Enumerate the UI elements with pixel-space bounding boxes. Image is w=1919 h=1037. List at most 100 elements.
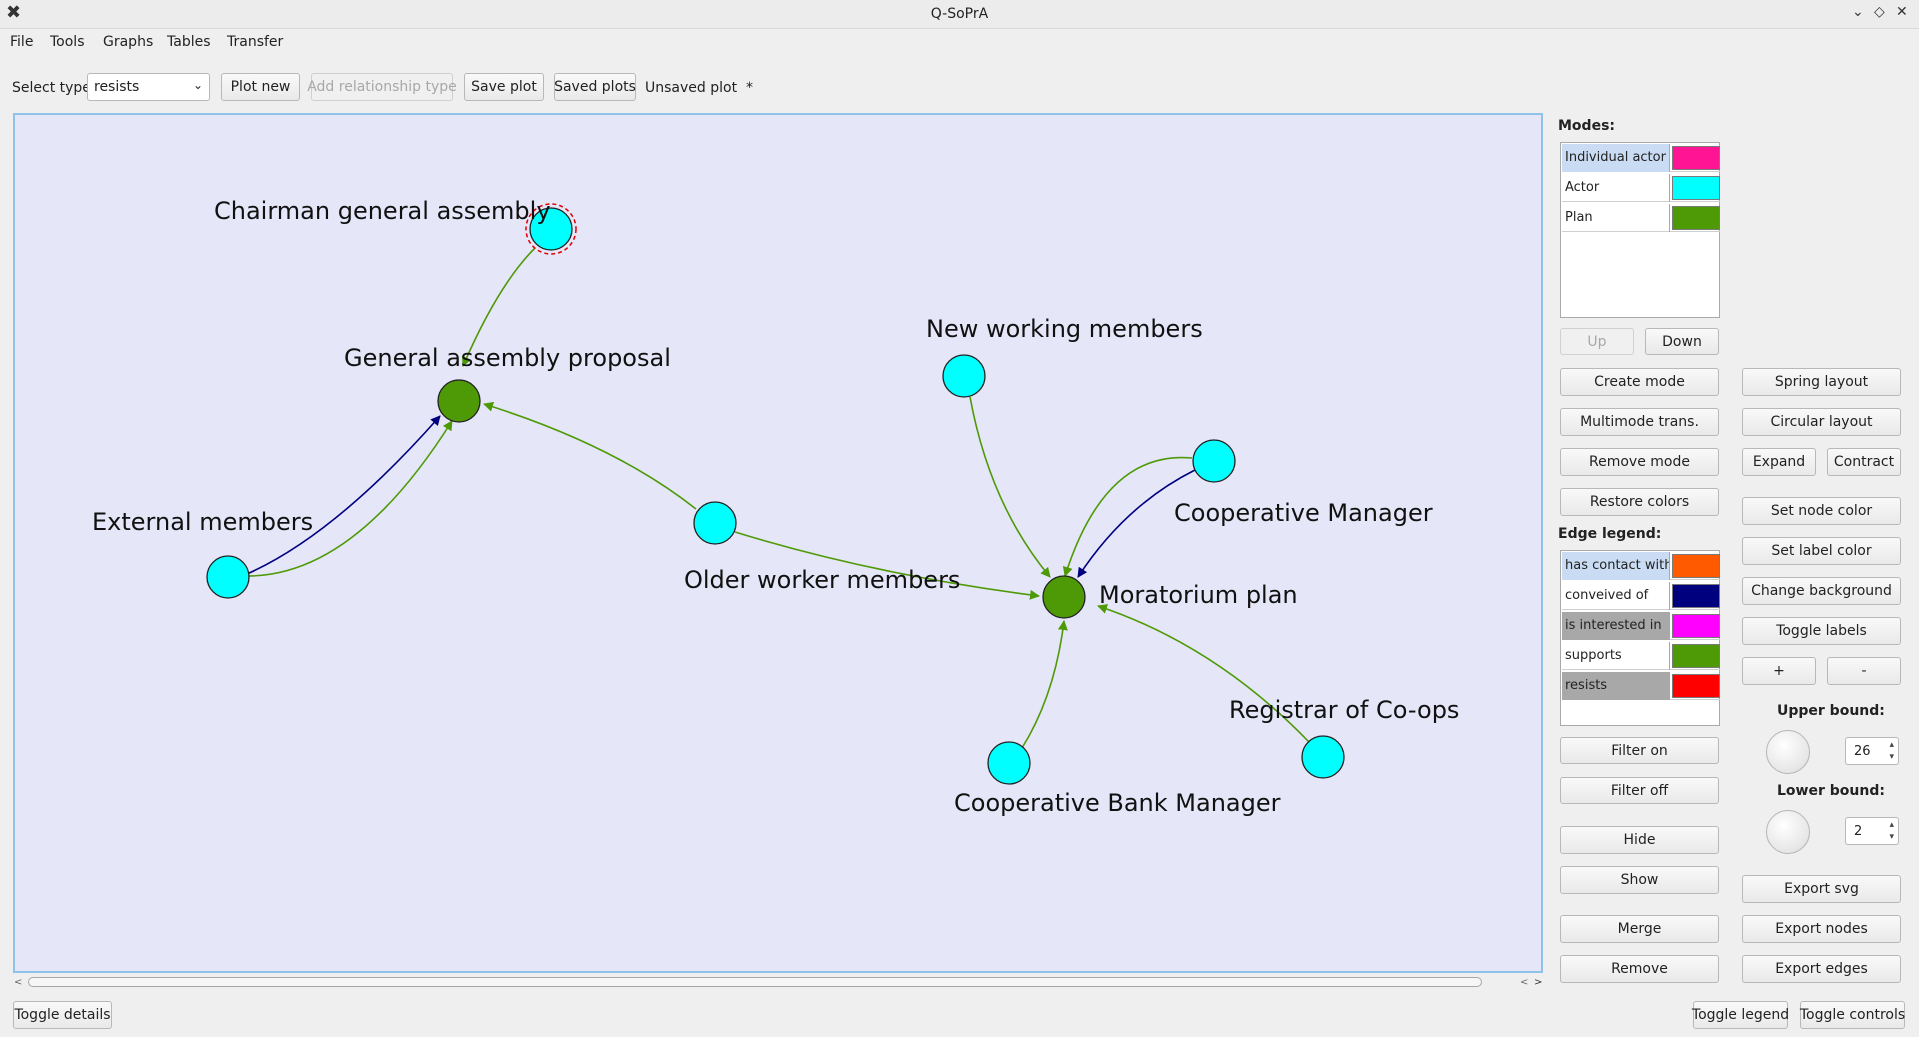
edge-chairman-gap-supports[interactable] [461, 247, 536, 367]
export-nodes-button[interactable]: Export nodes [1742, 915, 1901, 943]
filter-on-button[interactable]: Filter on [1560, 737, 1719, 764]
window-title: Q-SoPrA [930, 6, 989, 22]
lower-bound-label: Lower bound: [1777, 783, 1885, 799]
upper-bound-dial[interactable] [1766, 730, 1810, 774]
edge-older-moratorium-supports[interactable] [734, 531, 1040, 600]
edge-type-name: has contact with [1562, 552, 1670, 580]
set-label-color-button[interactable]: Set label color [1742, 537, 1901, 565]
node-older[interactable] [693, 501, 737, 545]
edge-row-has-contact-with[interactable]: has contact with [1562, 552, 1720, 580]
toggle-details-button[interactable]: Toggle details [13, 1001, 112, 1029]
mode-row-plan[interactable]: Plan [1562, 204, 1720, 232]
node-moratorium[interactable] [1042, 575, 1086, 619]
lower-bound-dial[interactable] [1766, 810, 1810, 854]
node-chairman[interactable] [529, 207, 573, 251]
remove-button[interactable]: Remove [1560, 955, 1719, 983]
edge-legend-list[interactable]: has contact with conveived of is interes… [1560, 550, 1720, 726]
node-registrar[interactable] [1301, 735, 1345, 779]
remove-mode-button[interactable]: Remove mode [1560, 448, 1719, 476]
select-type-label: Select type [12, 80, 91, 96]
mode-color-swatch [1672, 176, 1720, 200]
set-node-color-button[interactable]: Set node color [1742, 497, 1901, 525]
spin-arrows-icon[interactable]: ▴▾ [1889, 740, 1894, 762]
plot-new-button[interactable]: Plot new [221, 73, 300, 101]
maximize-icon[interactable]: ◇ [1874, 4, 1885, 20]
upper-bound-label: Upper bound: [1777, 703, 1885, 719]
upper-bound-value: 26 [1854, 743, 1871, 759]
export-svg-button[interactable]: Export svg [1742, 875, 1901, 903]
modes-list[interactable]: Individual actor Actor Plan [1560, 142, 1720, 318]
close-icon[interactable]: ✖ [6, 2, 22, 23]
node-label-moratorium: Moratorium plan [1099, 581, 1298, 609]
node-bankmgr[interactable] [987, 741, 1031, 785]
lower-bound-spinbox[interactable]: 2 ▴▾ [1845, 817, 1899, 845]
node-gap[interactable] [437, 379, 481, 423]
horizontal-scrollbar[interactable] [28, 977, 1482, 987]
contract-button[interactable]: Contract [1827, 448, 1901, 476]
network-graph[interactable]: Chairman general assembly General assemb… [15, 115, 1541, 971]
node-newworking[interactable] [942, 354, 986, 398]
minimize-icon[interactable]: ⌄ [1852, 4, 1864, 20]
zoom-in-button[interactable]: + [1742, 657, 1816, 685]
scroll-left-end-icon[interactable]: < [1520, 977, 1529, 988]
toggle-labels-button[interactable]: Toggle labels [1742, 617, 1901, 645]
edge-bankmgr-moratorium-supports[interactable] [1021, 620, 1068, 749]
node-external[interactable] [206, 555, 250, 599]
edge-row-supports[interactable]: supports [1562, 642, 1720, 670]
edge-registrar-moratorium-supports[interactable] [1097, 604, 1310, 743]
upper-bound-spinbox[interactable]: 26 ▴▾ [1845, 737, 1899, 765]
create-mode-button[interactable]: Create mode [1560, 368, 1719, 396]
edge-legend-heading: Edge legend: [1558, 526, 1662, 542]
edge-external-gap-conveived[interactable] [246, 415, 441, 575]
edge-row-is-interested-in[interactable]: is interested in [1562, 612, 1720, 640]
spring-layout-button[interactable]: Spring layout [1742, 368, 1901, 396]
saved-plots-button[interactable]: Saved plots [554, 73, 636, 101]
mode-color-swatch [1672, 206, 1720, 230]
add-relationship-type-button[interactable]: Add relationship type [307, 73, 457, 101]
restore-colors-button[interactable]: Restore colors [1560, 488, 1719, 516]
change-background-button[interactable]: Change background [1742, 577, 1901, 605]
mode-row-individual-actor[interactable]: Individual actor [1562, 144, 1720, 172]
menu-tables[interactable]: Tables [167, 34, 211, 50]
save-plot-button[interactable]: Save plot [464, 73, 544, 101]
mode-down-button[interactable]: Down [1645, 328, 1719, 355]
circular-layout-button[interactable]: Circular layout [1742, 408, 1901, 436]
scroll-right-icon[interactable]: > [1534, 977, 1543, 988]
zoom-out-button[interactable]: - [1827, 657, 1901, 685]
node-label-registrar: Registrar of Co-ops [1229, 696, 1459, 724]
mode-color-swatch [1672, 146, 1720, 170]
edge-newworking-moratorium-supports[interactable] [969, 396, 1051, 578]
spin-arrows-icon[interactable]: ▴▾ [1889, 820, 1894, 842]
scroll-left-icon[interactable]: < [14, 977, 23, 988]
mode-row-actor[interactable]: Actor [1562, 174, 1720, 202]
edge-older-gap-supports[interactable] [483, 401, 697, 510]
mode-name: Individual actor [1562, 144, 1670, 172]
show-button[interactable]: Show [1560, 866, 1719, 894]
filter-off-button[interactable]: Filter off [1560, 777, 1719, 804]
expand-button[interactable]: Expand [1742, 448, 1816, 476]
lower-bound-value: 2 [1854, 823, 1863, 839]
edge-coopmgr-moratorium-supports[interactable] [1062, 456, 1193, 577]
menu-tools[interactable]: Tools [50, 34, 85, 50]
menu-transfer[interactable]: Transfer [227, 34, 284, 50]
edge-row-conveived-of[interactable]: conveived of [1562, 582, 1720, 610]
edge-external-gap-supports[interactable] [248, 420, 453, 577]
edge-coopmgr-moratorium-conveived[interactable] [1077, 469, 1196, 578]
edge-row-resists[interactable]: resists [1562, 672, 1720, 700]
node-label-coopmgr: Cooperative Manager [1174, 499, 1433, 527]
close-window-icon[interactable]: ✕ [1896, 4, 1908, 20]
export-edges-button[interactable]: Export edges [1742, 955, 1901, 983]
toggle-legend-button[interactable]: Toggle legend [1692, 1001, 1789, 1029]
menu-file[interactable]: File [10, 34, 34, 50]
node-coopmgr[interactable] [1192, 439, 1236, 483]
mode-up-button[interactable]: Up [1560, 328, 1634, 355]
edge-type-name: resists [1562, 672, 1670, 700]
menu-graphs[interactable]: Graphs [103, 34, 154, 50]
hide-button[interactable]: Hide [1560, 826, 1719, 854]
graph-canvas[interactable]: Chairman general assembly General assemb… [13, 113, 1543, 973]
multimode-trans-button[interactable]: Multimode trans. [1560, 408, 1719, 436]
node-label-newworking: New working members [926, 315, 1203, 343]
toggle-controls-button[interactable]: Toggle controls [1800, 1001, 1905, 1029]
select-type-dropdown[interactable]: resists ⌄ [87, 73, 210, 101]
merge-button[interactable]: Merge [1560, 915, 1719, 943]
